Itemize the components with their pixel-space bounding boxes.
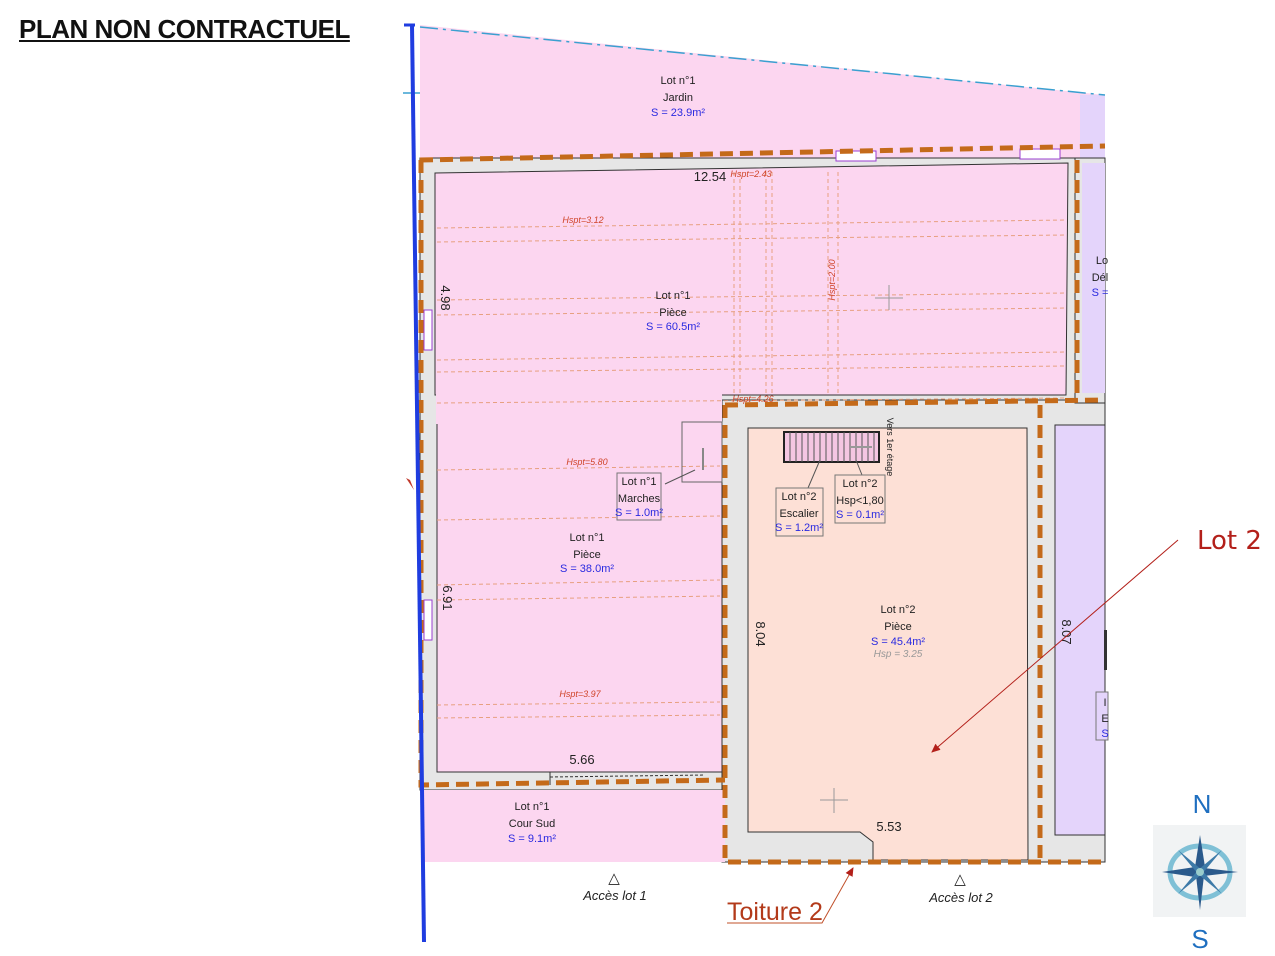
access-lot1-label: Accès lot 1: [582, 888, 647, 903]
dimension-label: 8.07: [1059, 619, 1074, 644]
staircase: [783, 431, 880, 463]
height-label: Hspt=2.43: [730, 169, 771, 179]
svg-text:Lo: Lo: [1096, 255, 1108, 267]
label-escalier: Lot n°2 Escalier S = 1.2m²: [775, 487, 824, 537]
svg-text:Pièce: Pièce: [573, 549, 601, 561]
plan-title: PLAN NON CONTRACTUEL: [19, 14, 350, 44]
label-hsp-small: Lot n°2 Hsp<1,80 S = 0.1m²: [834, 474, 886, 524]
compass-rose-icon: [1153, 825, 1246, 917]
svg-text:Lot n°2: Lot n°2: [782, 491, 817, 503]
svg-text:Cour Sud: Cour Sud: [509, 818, 555, 830]
label-marches: Lot n°1 Marches S = 1.0m²: [615, 472, 663, 521]
svg-text:S = 45.4m²: S = 45.4m²: [871, 636, 925, 648]
room-lot1-piece-nord: [434, 162, 1069, 396]
cour-sud-area: [422, 790, 725, 862]
svg-text:Lot n°1: Lot n°1: [656, 290, 691, 302]
property-line: [410, 24, 426, 943]
lot2-arrow: [931, 539, 1179, 753]
svg-text:Lot n°2: Lot n°2: [881, 604, 916, 616]
svg-text:Lot n°1: Lot n°1: [661, 75, 696, 87]
centre-mark-icon: [820, 285, 903, 813]
jardin-area: [420, 25, 1105, 160]
boundary-line-north: [419, 26, 1106, 96]
dimension-label: 6.91: [440, 585, 455, 610]
dimension-label: 8.04: [753, 621, 768, 646]
toiture-arrow: [727, 867, 854, 924]
label-cour-sud: Lot n°1 Cour Sud S = 9.1m²: [508, 801, 556, 845]
label-neighbour-top: Lo Dél S =: [1092, 255, 1109, 299]
svg-text:S: S: [1101, 728, 1108, 740]
neighbour-area-top: [1082, 163, 1105, 393]
dimension-label: 5.66: [569, 752, 594, 767]
svg-text:Hsp<1,80: Hsp<1,80: [836, 495, 883, 507]
svg-text:Escalier: Escalier: [779, 508, 818, 520]
height-label: Hspt=3.97: [559, 689, 601, 699]
svg-text:S = 1.2m²: S = 1.2m²: [775, 522, 823, 534]
label-neighbour-bottom: I E S: [1095, 691, 1109, 741]
dimension-label: 5.53: [876, 819, 901, 834]
label-piece-lot2: Lot n°2 Pièce S = 45.4m² Hsp = 3.25: [871, 604, 925, 660]
svg-text:Pièce: Pièce: [884, 621, 912, 633]
height-label: Hspt=4.26: [732, 394, 773, 404]
compass-north: N: [1193, 789, 1212, 819]
neighbour-area-bottom: [1054, 424, 1106, 836]
height-label: Hspt=5.80: [566, 457, 607, 467]
svg-text:Marches: Marches: [618, 493, 661, 505]
lot2-annotation: Lot 2: [1197, 526, 1262, 556]
svg-text:S = 0.1m²: S = 0.1m²: [836, 509, 884, 521]
room-lot1-piece-sud: [436, 421, 723, 773]
svg-text:Lot n°1: Lot n°1: [515, 801, 550, 813]
dimension-label: 4.98: [438, 285, 453, 310]
height-label: Hspt=3.12: [562, 215, 603, 225]
access-lot2-label: Accès lot 2: [928, 890, 993, 905]
svg-text:Lot n°1: Lot n°1: [570, 532, 605, 544]
svg-text:Jardin: Jardin: [663, 92, 693, 104]
svg-text:S = 60.5m²: S = 60.5m²: [646, 321, 700, 333]
svg-text:S =: S =: [1092, 287, 1109, 299]
svg-text:Dél: Dél: [1092, 272, 1109, 284]
svg-text:E: E: [1101, 713, 1108, 725]
svg-text:Hsp = 3.25: Hsp = 3.25: [874, 649, 923, 660]
label-jardin: Lot n°1 Jardin S = 23.9m²: [651, 75, 705, 119]
svg-text:Lot n°1: Lot n°1: [622, 476, 657, 488]
stair-note: Vers 1er étage: [885, 418, 895, 477]
svg-text:I: I: [1103, 697, 1106, 709]
height-label: Hspt=2.00: [827, 259, 837, 300]
dimension-label: 12.54: [694, 169, 727, 184]
svg-text:S = 9.1m²: S = 9.1m²: [508, 833, 556, 845]
label-piece-nord: Lot n°1 Pièce S = 60.5m²: [646, 290, 700, 333]
svg-text:S = 1.0m²: S = 1.0m²: [615, 507, 663, 519]
access-lot1-icon: △: [608, 870, 620, 887]
toiture-annotation: Toiture 2: [727, 898, 823, 926]
compass-south: S: [1191, 924, 1208, 954]
svg-text:Pièce: Pièce: [659, 307, 687, 319]
svg-text:S = 38.0m²: S = 38.0m²: [560, 563, 614, 575]
svg-text:S = 23.9m²: S = 23.9m²: [651, 107, 705, 119]
height-contours: [436, 172, 1067, 719]
access-lot2-icon: △: [954, 871, 966, 888]
svg-text:Lot n°2: Lot n°2: [843, 478, 878, 490]
label-piece-sud: Lot n°1 Pièce S = 38.0m²: [560, 532, 614, 575]
